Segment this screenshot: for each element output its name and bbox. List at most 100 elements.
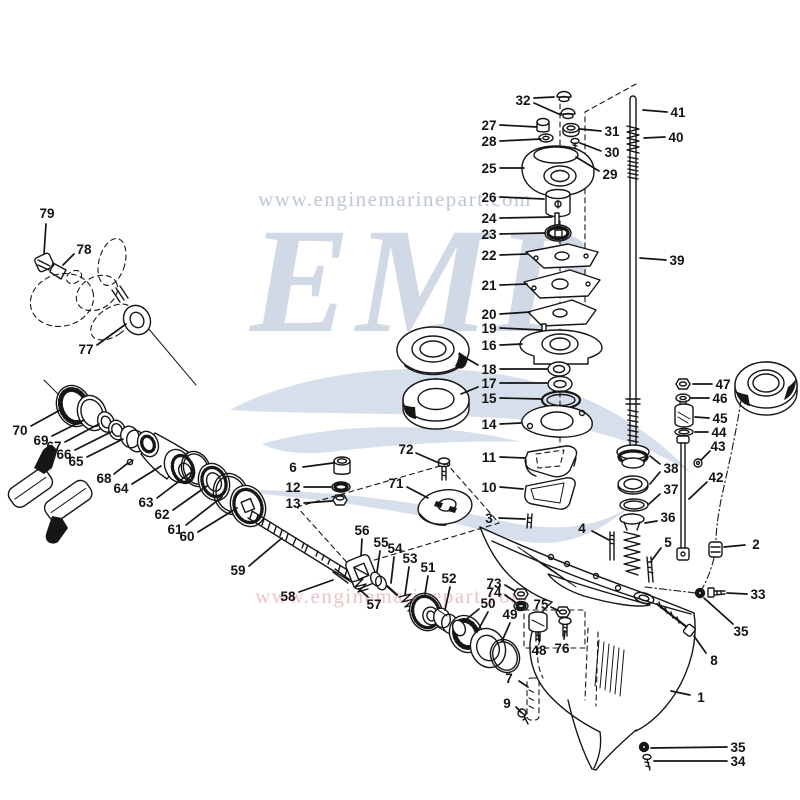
washer-44 (674, 427, 694, 437)
leader-line-17 (460, 386, 479, 395)
star-washer-12 (331, 481, 351, 493)
leader-line-59 (248, 537, 283, 567)
gear-60 (229, 484, 267, 528)
part-label-38: 38 (663, 461, 679, 476)
part-label-7: 7 (505, 671, 513, 686)
part-label-18: 18 (481, 362, 497, 377)
part-label-79: 79 (39, 206, 54, 221)
leader-line-16 (499, 343, 523, 346)
part-label-69: 69 (33, 433, 48, 448)
leader-line-53 (404, 566, 410, 596)
leader-line-73 (504, 584, 516, 592)
part-label-9: 9 (503, 696, 511, 711)
seal-17-in-place (547, 375, 573, 393)
cable-fitting-2 (708, 541, 723, 558)
part-label-33: 33 (750, 587, 766, 602)
leader-line-15 (499, 397, 542, 400)
part-label-57: 57 (366, 597, 381, 612)
part-label-25: 25 (481, 161, 497, 176)
leader-line-49 (501, 622, 511, 642)
part-labels-layer: 3227283130294140252624232221201916391817… (12, 93, 766, 769)
water-intake-grille (594, 639, 625, 697)
leader-line-35 (650, 746, 728, 749)
part-label-3: 3 (485, 511, 493, 526)
stud-5 (646, 556, 654, 583)
part-label-67: 67 (46, 439, 61, 454)
part-label-72: 72 (398, 442, 413, 457)
pin-24 (554, 212, 560, 226)
mid-small-parts (331, 445, 654, 583)
part-label-13: 13 (285, 496, 301, 511)
leader-line-79 (43, 223, 47, 255)
bolt-76 (558, 616, 572, 637)
part-label-75: 75 (533, 597, 549, 612)
part-label-73: 73 (486, 576, 502, 591)
washer-28 (538, 133, 554, 143)
star-washer-74 (513, 600, 529, 612)
leader-line-56 (360, 538, 363, 557)
part-label-24: 24 (481, 211, 497, 226)
leader-line-31 (579, 128, 602, 132)
part-label-46: 46 (712, 391, 728, 406)
leader-line-28 (499, 138, 542, 142)
thrust-washer-77 (122, 304, 152, 336)
leader-line-45 (694, 416, 710, 419)
right-column-parts (655, 361, 798, 637)
leader-line-8 (693, 635, 707, 654)
leader-line-14 (499, 422, 522, 425)
prop-nut-79 (34, 252, 55, 273)
leader-line-35 (703, 597, 734, 625)
leader-line-6 (302, 462, 334, 468)
leader-line-19 (499, 327, 542, 331)
screw-34 (642, 753, 652, 771)
part-label-15: 15 (481, 391, 497, 406)
leader-line-60 (197, 507, 238, 533)
leader-line-75 (550, 606, 560, 612)
leader-line-26 (499, 196, 545, 200)
clamp-brackets (7, 446, 93, 544)
swoosh-wave-upper (230, 368, 692, 474)
pin-4 (609, 531, 615, 561)
watermark-url-bottom: www.enginemarinepart.com (255, 584, 529, 608)
part-label-68: 68 (96, 471, 112, 486)
leader-line-5 (651, 547, 662, 561)
clutch-pin-58 (332, 568, 351, 584)
nut-75 (555, 606, 571, 618)
housing-fasteners (513, 588, 652, 771)
skeg (567, 699, 637, 771)
leader-line-38 (649, 455, 661, 465)
part-label-76: 76 (554, 641, 570, 656)
leader-line-57 (358, 588, 369, 598)
pump-housing-25 (521, 145, 595, 197)
part-label-1: 1 (697, 690, 705, 705)
impeller-23 (544, 224, 572, 242)
part-label-77: 77 (78, 342, 93, 357)
shift-rod-42 (676, 435, 690, 561)
clutch-dog-56 (345, 554, 378, 590)
part-label-42: 42 (708, 470, 723, 485)
part-label-20: 20 (481, 307, 496, 322)
part-label-17: 17 (481, 376, 496, 391)
leader-line-58 (298, 579, 334, 593)
anode-bolt-48 (528, 611, 548, 642)
part-label-2: 2 (752, 537, 760, 552)
leader-line-2 (723, 544, 746, 548)
leader-line-29 (575, 156, 600, 172)
leader-line-23 (499, 232, 546, 235)
leader-line-38 (649, 471, 661, 485)
ring-55 (369, 571, 388, 591)
speedo-cable (701, 399, 742, 590)
part-label-10: 10 (481, 480, 496, 495)
leader-line-10 (499, 486, 524, 490)
part-label-54: 54 (387, 541, 403, 556)
pump-base-16 (519, 329, 603, 365)
leader-line-52 (444, 586, 451, 611)
spring-57 (351, 578, 369, 593)
star-washer-35-upper (694, 587, 706, 599)
part-label-63: 63 (138, 495, 154, 510)
platform-opening (547, 573, 651, 607)
cup-26 (545, 188, 571, 218)
part-label-39: 39 (669, 253, 684, 268)
plate-20 (527, 299, 597, 327)
part-label-28: 28 (481, 134, 497, 149)
